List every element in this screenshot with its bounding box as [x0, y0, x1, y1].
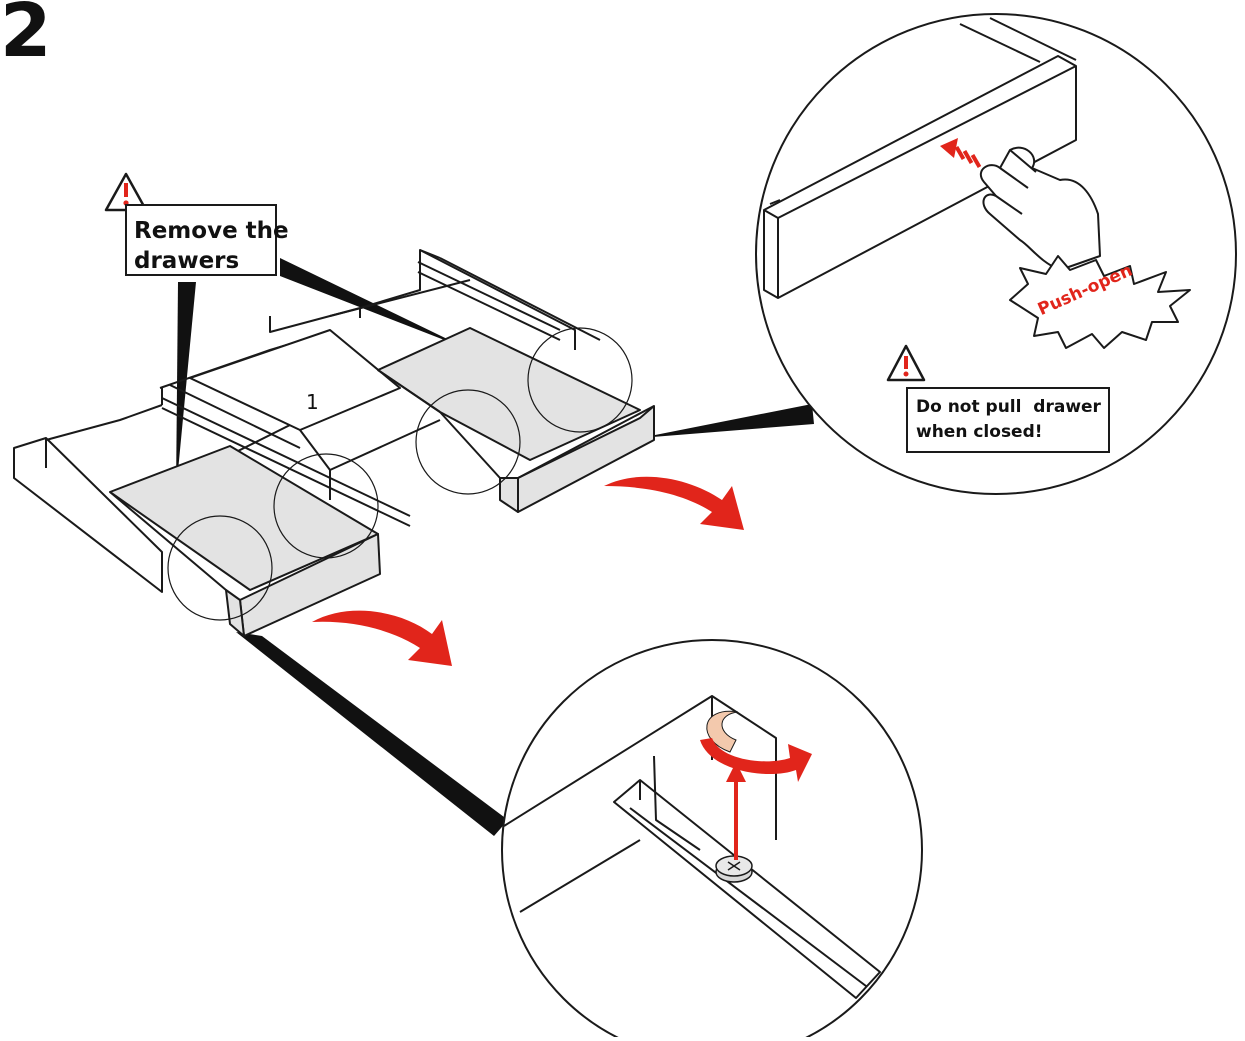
pointer-zoom-top: [640, 404, 814, 438]
drawer-right: [377, 327, 655, 513]
bolt-icon: [715, 855, 753, 883]
warning-triangle-icon: [886, 344, 926, 382]
callout-do-not-pull: Do not pull drawer when closed!: [906, 387, 1110, 453]
pointer-remove-left: [176, 282, 196, 492]
left-side-panel: [13, 437, 163, 593]
push-direction-arrow-icon: [940, 138, 982, 169]
callout-remove-drawers: Remove the drawers: [125, 204, 289, 276]
up-arrow-icon: [726, 762, 746, 860]
curved-arrow-icon: [604, 476, 744, 530]
callout-pointers: [176, 258, 814, 836]
part-number-label: 1: [306, 390, 319, 414]
drawer-frame: [13, 249, 601, 593]
zoom-detail-push-open: [755, 13, 1237, 495]
rotate-arrow-icon: [700, 710, 812, 782]
zoom-detail-bolt: [501, 639, 923, 1041]
push-open-burst: [1009, 255, 1191, 349]
drawer-left: [109, 445, 381, 637]
detail-markers: [167, 327, 633, 621]
step-number: 2: [0, 0, 52, 74]
hand-icon: [979, 146, 1101, 271]
pointer-zoom-bottom: [236, 632, 508, 836]
curved-arrow-icon: [312, 610, 452, 666]
